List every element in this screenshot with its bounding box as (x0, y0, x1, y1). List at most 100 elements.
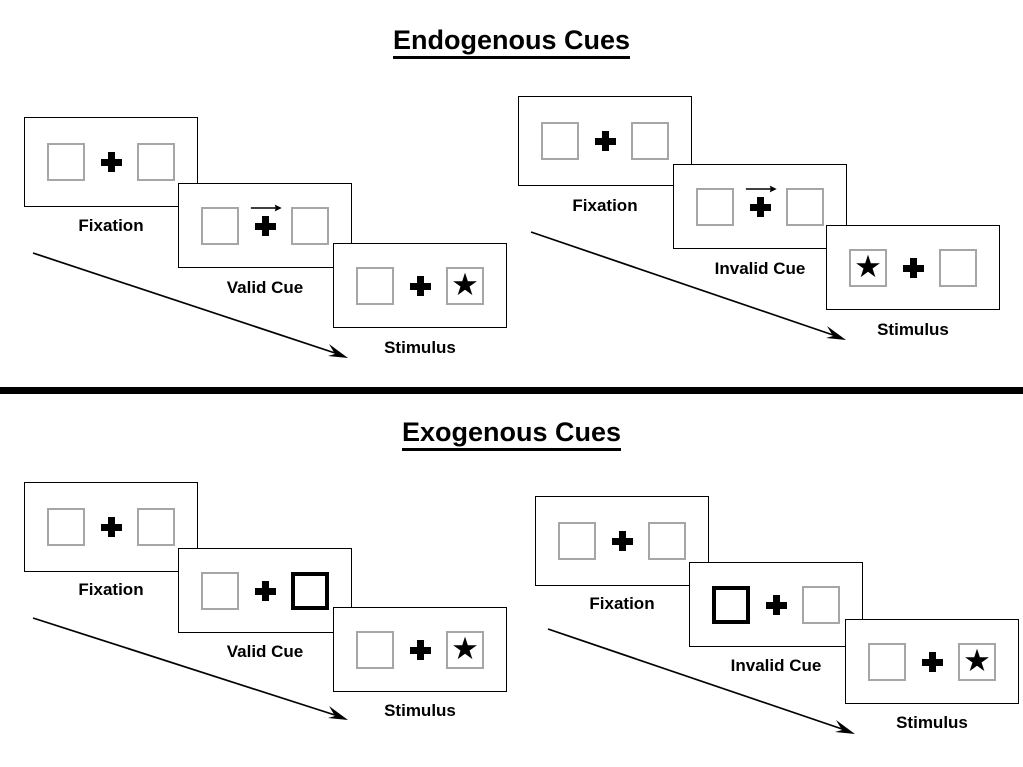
stage-label-stimulus: Stimulus (896, 713, 968, 732)
fixation-cross-slot (407, 264, 433, 308)
left-box-cued (712, 585, 750, 624)
frame-content: ★ (334, 608, 506, 691)
frame-content: ★ (846, 620, 1018, 703)
section-title-exogenous-text: Exogenous Cues (401, 417, 622, 451)
right-box (939, 248, 977, 287)
frame-endogenous-invalid-fixation (518, 96, 692, 186)
plus-icon (101, 152, 122, 172)
left-box (868, 642, 906, 681)
section-divider (0, 387, 1023, 394)
frame-endogenous-valid-fixation (24, 117, 198, 207)
fixation-cross-slot (98, 505, 124, 549)
frame-endogenous-invalid-stimulus: ★ (826, 225, 1000, 310)
plus-icon (612, 531, 633, 551)
display-row (541, 119, 669, 163)
plus-icon (101, 517, 122, 537)
display-row (47, 505, 175, 549)
display-row (712, 583, 840, 627)
time-progression-arrow (547, 628, 855, 734)
display-row: ★ (868, 640, 996, 684)
right-box (802, 585, 840, 624)
stage-label-invalid-cue: Invalid Cue (730, 656, 822, 675)
stage-label-stimulus: Stimulus (877, 320, 949, 339)
right-box: ★ (446, 630, 484, 669)
plus-icon (410, 275, 431, 296)
frame-content (179, 184, 351, 267)
frame-content (25, 118, 197, 206)
stage-label-valid-cue: Valid Cue (226, 278, 304, 297)
display-row: ★ (356, 628, 484, 672)
stage-label-valid-cue: Valid Cue (226, 642, 304, 661)
stage-label-fixation: Fixation (78, 580, 144, 599)
right-box (786, 187, 824, 226)
right-box (631, 122, 669, 160)
display-row: ★ (356, 264, 484, 308)
frame-content (25, 483, 197, 571)
fixation-cross-slot (407, 628, 433, 672)
display-row (201, 569, 329, 613)
stage-label-stimulus: Stimulus (384, 701, 456, 720)
display-row (47, 140, 175, 184)
right-box (291, 206, 329, 245)
stage-label-stimulus: Stimulus (384, 338, 456, 357)
left-box (201, 571, 239, 610)
star-icon: ★ (451, 267, 479, 302)
plus-icon (595, 131, 616, 151)
frame-content: ★ (827, 226, 999, 309)
plus-icon (922, 651, 943, 672)
time-progression-arrow (530, 231, 846, 340)
fixation-cross-slot (250, 204, 282, 248)
left-box (558, 522, 596, 560)
right-box (137, 143, 175, 181)
display-row (201, 204, 329, 248)
frame-endogenous-invalid-cue (673, 164, 847, 249)
fixation-cross-slot (919, 640, 945, 684)
frame-exogenous-invalid-fixation (535, 496, 709, 586)
display-row: ★ (849, 246, 977, 290)
right-box: ★ (958, 642, 996, 681)
frame-exogenous-invalid-cue (689, 562, 863, 647)
fixation-cross-slot (900, 246, 926, 290)
frame-content (674, 165, 846, 248)
frame-content (179, 549, 351, 632)
right-box-cued (291, 571, 329, 610)
plus-icon (750, 196, 771, 217)
arrow-right-icon (250, 204, 282, 211)
frame-content (519, 97, 691, 185)
star-icon: ★ (854, 249, 882, 284)
frame-content (690, 563, 862, 646)
star-icon: ★ (451, 631, 479, 666)
frame-exogenous-valid-cue (178, 548, 352, 633)
fixation-cross-slot (763, 583, 789, 627)
fixation-cross-slot (252, 569, 278, 613)
star-icon: ★ (963, 643, 991, 678)
stage-label-fixation: Fixation (78, 216, 144, 235)
left-box (356, 630, 394, 669)
plus-icon (255, 215, 276, 236)
stage-label-fixation: Fixation (572, 196, 638, 215)
plus-icon (766, 594, 787, 615)
left-box (201, 206, 239, 245)
right-box: ★ (446, 266, 484, 305)
right-box (648, 522, 686, 560)
left-box (47, 508, 85, 546)
fixation-cross-slot (98, 140, 124, 184)
plus-icon (903, 257, 924, 278)
section-title-exogenous: Exogenous Cues (0, 417, 1023, 451)
section-title-endogenous-text: Endogenous Cues (392, 25, 630, 59)
frame-endogenous-valid-stimulus: ★ (333, 243, 507, 328)
time-progression-arrow (32, 252, 348, 358)
left-box (696, 187, 734, 226)
frame-content (536, 497, 708, 585)
left-box: ★ (849, 248, 887, 287)
stage-label-fixation: Fixation (589, 594, 655, 613)
stage-label-invalid-cue: Invalid Cue (714, 259, 806, 278)
plus-icon (255, 580, 276, 601)
time-progression-arrow (32, 617, 348, 720)
fixation-cross-slot (745, 185, 777, 229)
left-box (541, 122, 579, 160)
display-row (696, 185, 824, 229)
fixation-cross-slot (609, 519, 635, 563)
frame-endogenous-valid-cue (178, 183, 352, 268)
